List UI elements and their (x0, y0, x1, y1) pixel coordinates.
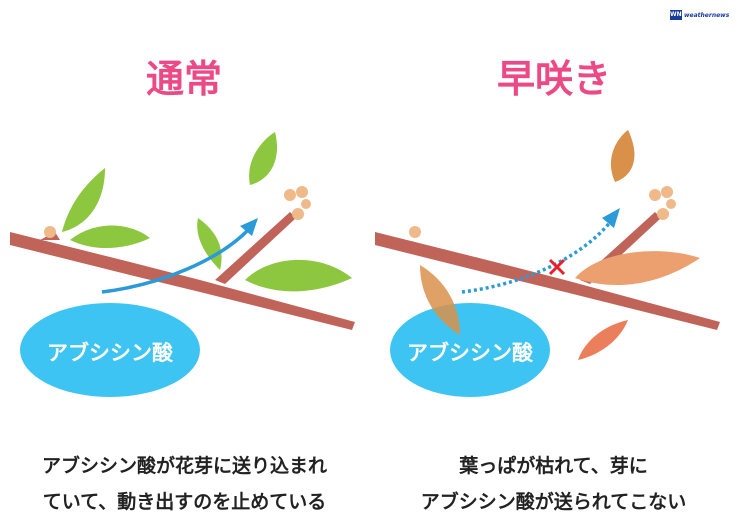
caption-early-bloom: 葉っぱが枯れて、芽に アブシシン酸が送られてこない (420, 455, 687, 513)
weathernews-logo: WNI weathernews (670, 10, 730, 20)
right-branch-scene (375, 130, 720, 397)
left-twig (215, 212, 296, 284)
title-early-bloom: 早咲き (496, 57, 611, 101)
title-normal: 通常 (145, 57, 222, 101)
leaf (70, 225, 150, 249)
right-branch (375, 232, 720, 330)
left-abscisic-label: アブシシン酸 (47, 341, 173, 365)
left-branch (10, 232, 355, 330)
transport-arrow (101, 226, 252, 294)
right-abscisic-ellipse (390, 303, 550, 397)
blocked-arrow (461, 218, 614, 294)
arrow-head (240, 218, 258, 236)
cross-icon (548, 258, 566, 276)
caption-normal: アブシシン酸が花芽に送り込まれ ていて、動き出すのを止めている (41, 455, 327, 513)
leaf (62, 168, 105, 232)
dead-leaf (420, 265, 460, 335)
arrow-head (602, 208, 620, 228)
leaf (197, 218, 222, 270)
dead-leaf (610, 130, 635, 182)
dead-leaf (578, 320, 628, 360)
leaf (245, 259, 352, 292)
left-branch-scene (10, 132, 355, 397)
left-abscisic-ellipse (20, 303, 200, 397)
flower-buds (409, 186, 676, 238)
dead-leaf (575, 251, 700, 286)
leaf (249, 132, 278, 185)
right-abscisic-label: アブシシン酸 (407, 341, 533, 365)
flower-buds (44, 186, 311, 238)
